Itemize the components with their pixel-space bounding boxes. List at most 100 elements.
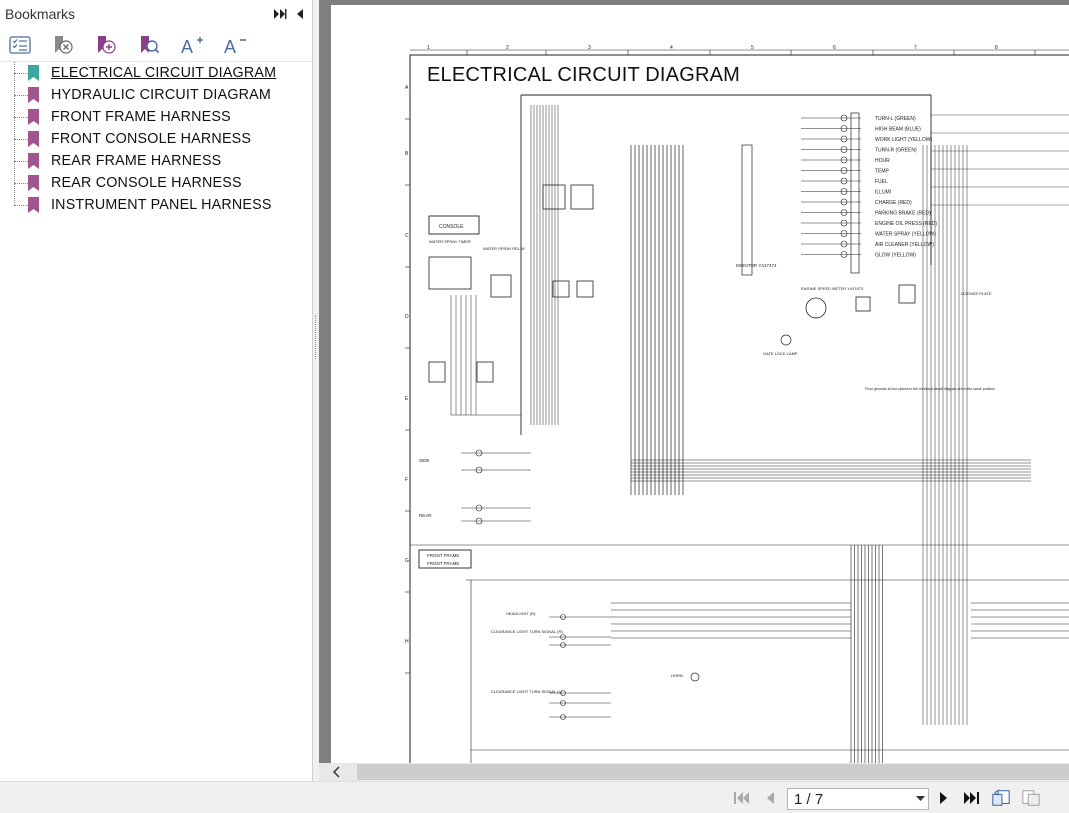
indicator-lamp: [840, 114, 848, 122]
bookmark-item[interactable]: INSTRUMENT PANEL HARNESS: [0, 194, 312, 216]
indicator-lamp: [840, 135, 848, 143]
next-view-icon[interactable]: [1021, 788, 1041, 808]
page-indicator: 1 / 7: [794, 790, 824, 808]
row-letter: D: [405, 314, 409, 320]
switch-box: [428, 361, 446, 383]
indicator-lamp: [840, 167, 848, 174]
component-label: WATER SPRAY TIMER: [429, 239, 471, 244]
lamp-icon: [475, 504, 483, 512]
row-letter: G: [405, 558, 409, 564]
gate-lock-lamp: [780, 334, 792, 346]
indicator-label: TURN-L (GREEN): [875, 116, 916, 122]
indicator-label: GLOW (YELLOW): [875, 253, 916, 259]
page-frame: [409, 54, 1069, 763]
indicator-label: TEMP: [875, 169, 890, 175]
bookmark-icon: [28, 197, 39, 213]
license-label: LICENSE PLATE: [961, 291, 992, 296]
floor-note: Floor grounds at four places in the elec…: [865, 387, 996, 391]
next-page-icon[interactable]: [934, 788, 954, 808]
switch-box: [898, 284, 916, 304]
bookmark-item[interactable]: REAR CONSOLE HARNESS: [0, 172, 312, 194]
column-number: 6: [833, 45, 836, 51]
scrollbar-thumb[interactable]: [357, 764, 1069, 780]
bookmark-label: FRONT CONSOLE HARNESS: [51, 131, 252, 147]
svg-text:A: A: [181, 37, 193, 55]
monitor-connector: [850, 112, 860, 274]
first-page-icon[interactable]: [732, 788, 752, 808]
collapse-panel-icon[interactable]: [292, 6, 308, 22]
row-letter: C: [405, 233, 409, 239]
indicator-label: HIGH BEAM (BLUE): [875, 127, 921, 133]
indicator-lamp: [840, 230, 848, 237]
last-page-icon[interactable]: [961, 788, 981, 808]
bookmark-icon: [28, 131, 39, 147]
lamp-icon: [560, 634, 566, 640]
indicator-label: WATER SPRAY (YELLOW): [875, 232, 936, 238]
find-bookmark-icon[interactable]: [135, 31, 163, 59]
bookmark-item[interactable]: ELECTRICAL CIRCUIT DIAGRAM: [0, 62, 312, 84]
bookmarks-title: Bookmarks: [5, 6, 76, 22]
column-number: 2: [506, 45, 509, 51]
front-frame-label: FRONT FRAME: [427, 561, 459, 566]
bookmark-icon: [28, 109, 39, 125]
panel-splitter[interactable]: [313, 0, 319, 781]
previous-page-icon[interactable]: [760, 788, 780, 808]
work-light-relay: [570, 184, 594, 210]
indicator-lamp: [840, 240, 848, 248]
column-number: 7: [914, 45, 917, 51]
tree-connector: [14, 73, 28, 74]
indicator-label: ILLUMI: [875, 190, 891, 196]
increase-font-icon[interactable]: A: [178, 31, 206, 59]
tree-connector: [14, 183, 28, 184]
timer-box: [428, 256, 472, 290]
bookmark-item[interactable]: REAR FRAME HARNESS: [0, 150, 312, 172]
work-light-switch: [576, 280, 594, 298]
bookmark-options-icon[interactable]: [6, 31, 34, 59]
previous-view-icon[interactable]: [991, 788, 1011, 808]
tree-connector: [14, 117, 28, 118]
delete-bookmark-icon[interactable]: [49, 31, 77, 59]
bookmark-item[interactable]: FRONT CONSOLE HARNESS: [0, 128, 312, 150]
bookmark-icon: [28, 65, 39, 81]
row-letter: H: [405, 639, 409, 645]
indicator-label: ENGINE OIL PRESS (RED): [875, 221, 937, 227]
page-number-select[interactable]: 1 / 7: [787, 788, 929, 810]
row-letter: A: [405, 85, 409, 91]
horn-label: HORN: [671, 673, 683, 678]
front-frame-box: [418, 549, 472, 569]
add-bookmark-icon[interactable]: [92, 31, 120, 59]
bookmark-label: INSTRUMENT PANEL HARNESS: [51, 197, 272, 213]
indicator-lamp: [840, 188, 848, 195]
decrease-font-icon[interactable]: A: [221, 31, 249, 59]
bookmark-icon: [28, 175, 39, 191]
indicator-label: TURN-R (GREEN): [875, 148, 917, 154]
console-box: [428, 215, 480, 235]
side-label: SIDE: [419, 458, 430, 463]
splitter-grip[interactable]: [315, 315, 317, 359]
bookmark-item[interactable]: HYDRAULIC CIRCUIT DIAGRAM: [0, 84, 312, 106]
bookmark-label: ELECTRICAL CIRCUIT DIAGRAM: [51, 65, 277, 81]
console-label: CONSOLE: [439, 224, 464, 230]
expand-panel-icon[interactable]: [272, 6, 288, 22]
gate-lock-label: GATE LOCK LAMP: [763, 351, 798, 356]
indicator-label: HOUR: [875, 158, 890, 164]
column-number: 4: [670, 45, 673, 51]
bookmark-label: FRONT FRAME HARNESS: [51, 109, 231, 125]
indicator-label: AIR CLEANER (YELLOW): [875, 242, 934, 248]
horizontal-scrollbar[interactable]: [319, 763, 1069, 781]
lamp-icon: [560, 614, 566, 620]
indicator-label: PARKING BRAKE (RED): [875, 211, 931, 217]
bookmark-item[interactable]: FRONT FRAME HARNESS: [0, 106, 312, 128]
tree-connector: [14, 62, 15, 205]
monitor-connector: [741, 144, 753, 276]
chevron-down-icon: [912, 796, 928, 802]
column-number: 8: [995, 45, 998, 51]
page-navigation-bar: 1 / 7: [0, 781, 1069, 813]
rear-label: REAR: [419, 513, 432, 518]
scroll-left-icon[interactable]: [319, 763, 355, 781]
bookmark-label: REAR CONSOLE HARNESS: [51, 175, 242, 191]
